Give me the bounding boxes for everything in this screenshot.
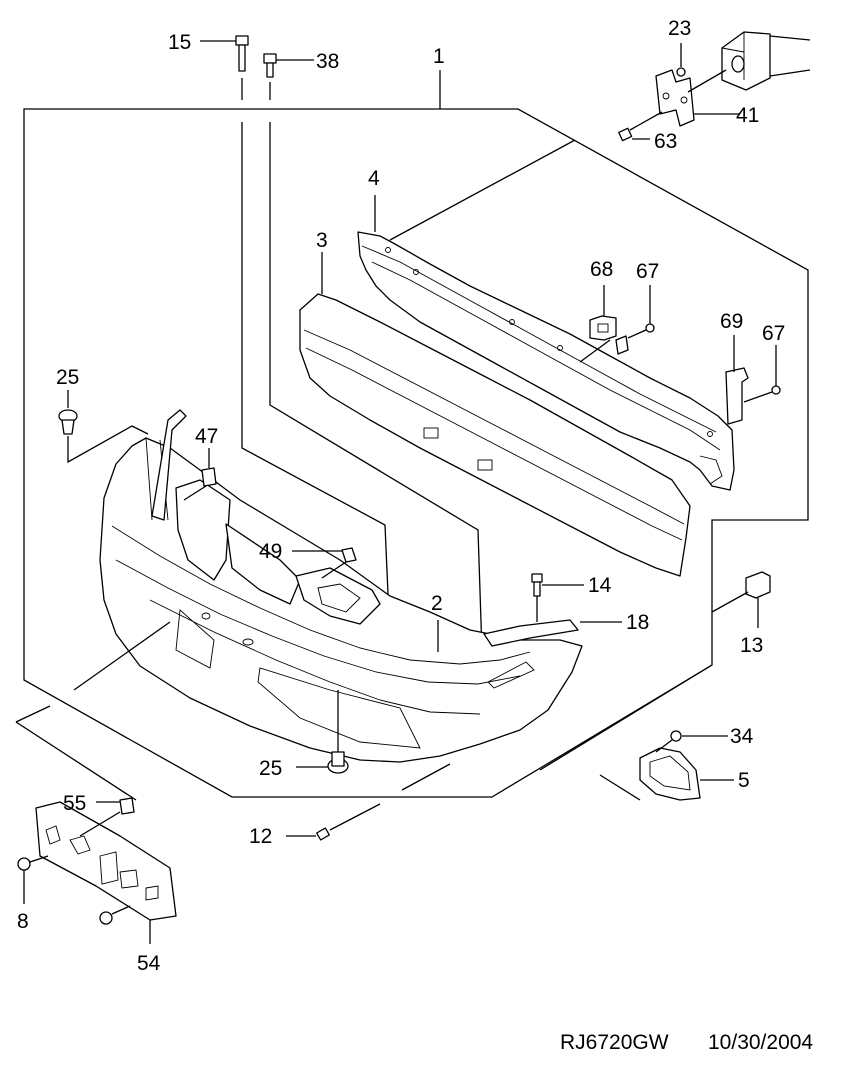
callout-38: 38	[316, 50, 339, 73]
bolt-67a	[627, 285, 655, 339]
callout-14: 14	[588, 574, 612, 597]
drawing-code: RJ6720GW	[560, 1031, 669, 1054]
callout-49: 49	[259, 540, 282, 563]
callout-5: 5	[738, 769, 750, 792]
bolt-14	[531, 573, 584, 622]
callout-4: 4	[368, 167, 380, 190]
callout-2: 2	[431, 592, 443, 615]
callout-13: 13	[740, 634, 763, 657]
bezel-5	[639, 747, 734, 801]
screw-8	[17, 855, 49, 904]
callout-18: 18	[626, 611, 649, 634]
plate-bracket-54	[35, 801, 177, 944]
clip-55	[79, 797, 135, 837]
callout-25-bottom: 25	[259, 757, 282, 780]
callout-25-top: 25	[56, 366, 79, 389]
screw-34	[655, 730, 728, 753]
clip-25-bottom	[296, 690, 349, 774]
bracket-41	[655, 69, 740, 127]
callout-8: 8	[17, 910, 29, 933]
frame-rail	[721, 31, 811, 91]
callout-3: 3	[316, 229, 328, 252]
clip-13	[711, 571, 771, 628]
callout-54: 54	[137, 952, 161, 975]
bracket-68	[579, 285, 629, 363]
callout-69: 69	[720, 310, 743, 333]
screw-54	[99, 905, 131, 925]
reinforcement-beam	[357, 195, 735, 491]
screw-12	[286, 803, 381, 841]
bolt-38	[263, 53, 483, 653]
callout-41: 41	[736, 104, 759, 127]
nut-23	[676, 43, 686, 77]
callout-63: 63	[654, 130, 677, 153]
callout-68: 68	[590, 258, 613, 281]
bolt-63	[618, 111, 663, 142]
callout-34: 34	[730, 725, 754, 748]
callout-55: 55	[63, 792, 86, 815]
bolt-67b	[743, 345, 781, 403]
clip-25-top	[58, 390, 149, 464]
bolt-15	[200, 35, 391, 641]
callout-67a: 67	[636, 260, 659, 283]
clip-49	[292, 547, 357, 579]
bracket-69	[725, 335, 749, 425]
clip-47	[183, 448, 217, 501]
callout-1: 1	[433, 45, 445, 68]
drawing-date: 10/30/2004	[708, 1031, 813, 1054]
energy-absorber	[299, 252, 691, 577]
callout-47: 47	[195, 425, 218, 448]
callout-15: 15	[168, 31, 191, 54]
bumper-fascia	[73, 409, 583, 763]
callout-67b: 67	[762, 322, 785, 345]
callout-23: 23	[668, 17, 691, 40]
callout-12: 12	[249, 825, 272, 848]
